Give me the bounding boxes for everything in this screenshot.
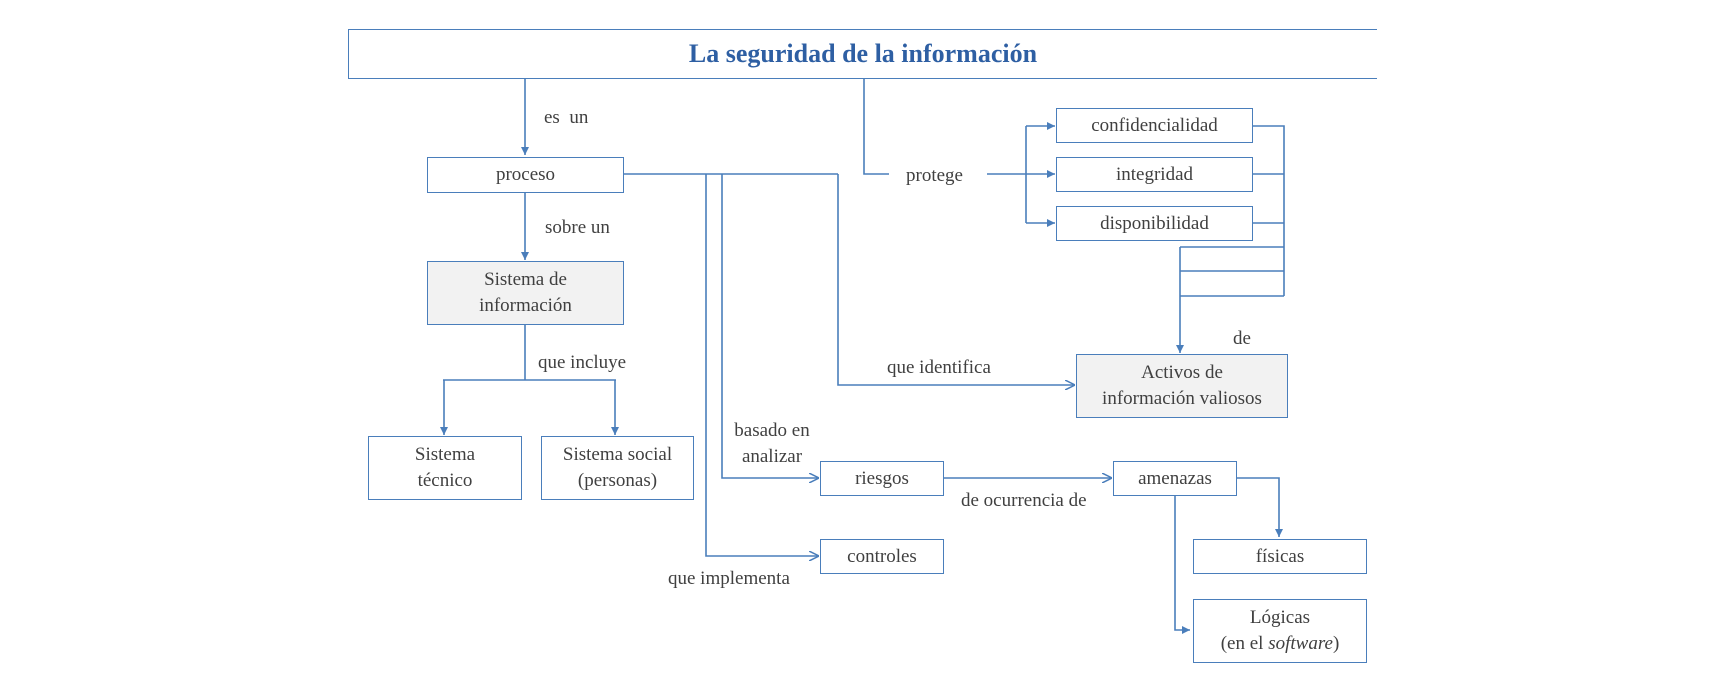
node-disponibilidad: disponibilidad (1056, 206, 1253, 241)
link-basado-en-line1: basado en (734, 420, 810, 441)
node-sistema-informacion-line2: información (479, 295, 572, 316)
node-sistema-informacion: Sistema de información (427, 261, 624, 325)
line-protege-bracket (987, 126, 1027, 223)
node-integridad-label: integridad (1115, 163, 1194, 185)
link-basado-en-analizar: basado en analizar (724, 418, 820, 470)
node-activos-line1: Activos de (1141, 362, 1223, 383)
link-que-incluye: que incluye (538, 352, 627, 373)
link-sobre-un: sobre un (545, 217, 610, 238)
node-proceso: proceso (427, 157, 624, 193)
node-riesgos: riesgos (820, 461, 944, 496)
node-logicas-line1: Lógicas (1249, 607, 1311, 628)
node-sistema-tecnico: Sistema técnico (368, 436, 522, 500)
node-amenazas: amenazas (1113, 461, 1237, 496)
node-logicas-post: ) (1332, 633, 1340, 654)
arrow-amenazas-fisicas (1236, 477, 1283, 537)
link-basado-en-line2: analizar (741, 446, 803, 467)
arrow-basado-en-analizar (721, 174, 819, 478)
line-cid-bracket (1179, 246, 1284, 297)
link-de: de (1233, 328, 1251, 349)
node-sistema-social: Sistema social (personas) (541, 436, 694, 500)
page-title: La seguridad de la información (688, 39, 1038, 68)
title-box: La seguridad de la información (348, 29, 1377, 79)
node-sistema-tecnico-line2: técnico (417, 470, 473, 491)
node-proceso-label: proceso (495, 164, 556, 185)
node-controles-label: controles (847, 545, 917, 567)
node-confidencialidad: confidencialidad (1056, 108, 1253, 143)
node-logicas-line2: (en el software) (1221, 631, 1340, 657)
node-sistema-tecnico-line1: Sistema (414, 444, 476, 465)
link-que-implementa: que implementa (668, 568, 790, 589)
node-disponibilidad-label: disponibilidad (1100, 212, 1209, 234)
arrow-que-identifica (837, 174, 1075, 385)
node-logicas: Lógicas (en el software) (1193, 599, 1367, 663)
node-riesgos-label: riesgos (855, 467, 909, 489)
node-amenazas-label: amenazas (1138, 467, 1212, 489)
link-que-identifica: que identifica (887, 357, 991, 378)
link-de-ocurrencia-de: de ocurrencia de (961, 490, 1087, 511)
link-es-un: es un (544, 107, 589, 128)
line-sistema-split (443, 324, 616, 381)
arrow-que-implementa (705, 174, 819, 556)
node-confidencialidad-label: confidencialidad (1091, 114, 1218, 136)
node-logicas-em: software (1268, 633, 1333, 654)
node-fisicas: físicas (1193, 539, 1367, 574)
node-activos-line2: información valiosos (1102, 388, 1262, 409)
node-sistema-social-line2: (personas) (577, 470, 658, 491)
link-protege: protege (906, 165, 963, 186)
node-activos: Activos de información valiosos (1076, 354, 1288, 418)
node-sistema-social-line1: Sistema social (562, 444, 673, 465)
line-cid-right (1252, 125, 1285, 296)
node-fisicas-label: físicas (1255, 545, 1305, 567)
arrow-amenazas-logicas (1174, 494, 1190, 634)
line-title-protege (863, 79, 889, 175)
node-logicas-pre: (en el (1220, 633, 1269, 654)
node-integridad: integridad (1056, 157, 1253, 192)
node-controles: controles (820, 539, 944, 574)
node-sistema-informacion-line1: Sistema de (484, 269, 567, 290)
